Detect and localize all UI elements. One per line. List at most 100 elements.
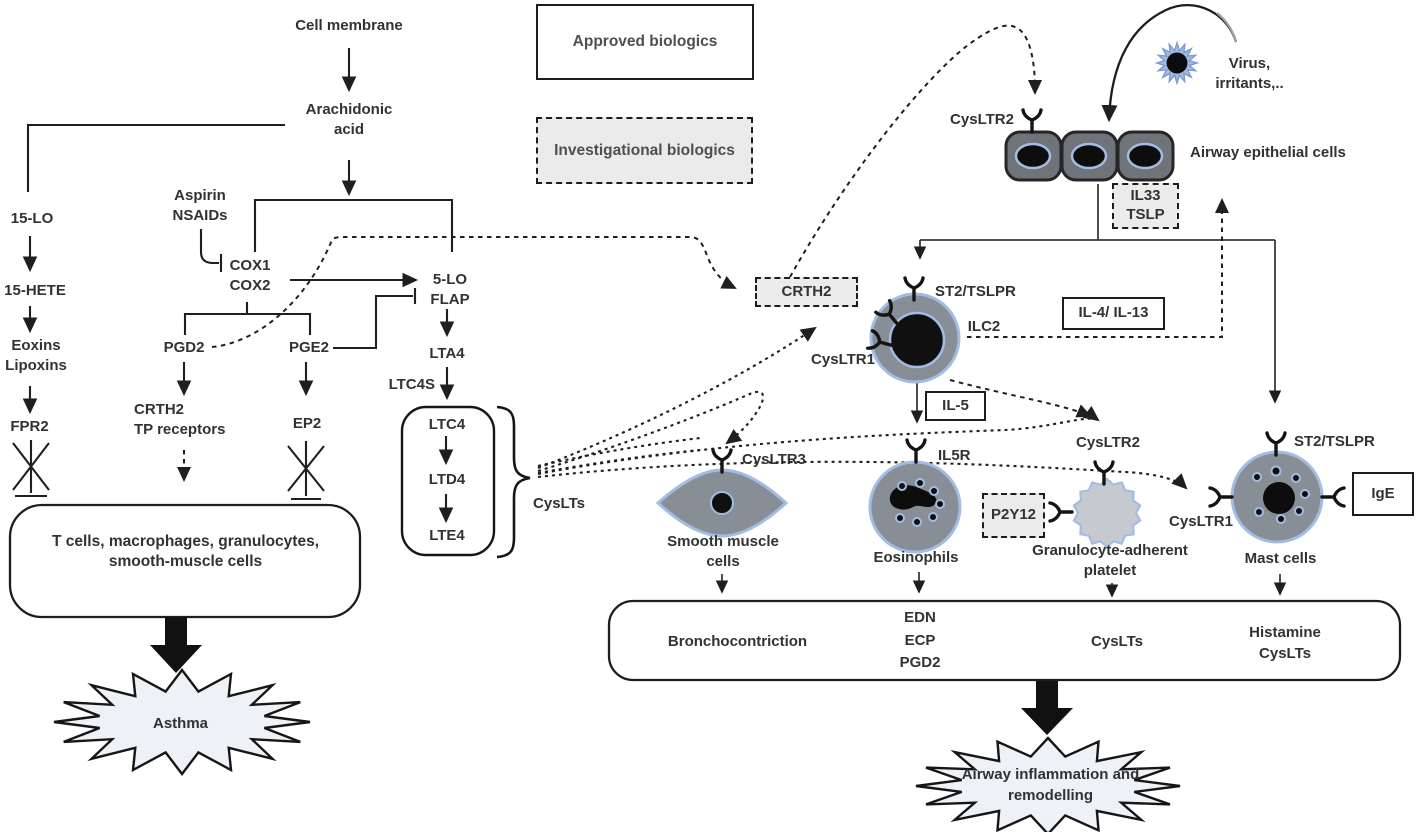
dashed-il4il13-feedback bbox=[967, 198, 1229, 338]
tslp-label: TSLP bbox=[1126, 206, 1165, 223]
smooth-muscle-cell bbox=[655, 468, 789, 538]
airway-epithelial-cells-label: Airway epithelial cells bbox=[1190, 144, 1346, 161]
virus-arrow-fade-tail bbox=[1216, 12, 1238, 43]
fpr2-blocked-icon bbox=[12, 440, 50, 498]
airway-inflammation-label: Airway inflammation and remodelling bbox=[961, 766, 1140, 804]
solid-connectors bbox=[12, 48, 455, 524]
5lo-label: 5-LO bbox=[432, 271, 468, 288]
ige-box: IgE bbox=[1352, 472, 1414, 516]
smooth-muscle-nucleus bbox=[710, 491, 734, 515]
ilc2-cell bbox=[869, 292, 961, 384]
st2-tslpr-mast-label: ST2/TSLPR bbox=[1294, 433, 1375, 450]
ige-label: IgE bbox=[1371, 484, 1395, 502]
dashed-ilc2-to-platelet-cysltr2 bbox=[949, 379, 1092, 418]
mediator-outcome-box-outline bbox=[607, 599, 1402, 682]
right-solid-connectors bbox=[715, 4, 1287, 598]
flap-label: FLAP bbox=[430, 291, 470, 308]
15lo-label: 15-LO bbox=[10, 210, 54, 227]
ilc2-label: ILC2 bbox=[967, 318, 1001, 335]
cyslts-strand-1 bbox=[537, 436, 701, 468]
airway-inflammation-starburst bbox=[915, 736, 1181, 832]
cysltr3-receptor-icon bbox=[711, 448, 733, 474]
ltc4s-label: LTC4S bbox=[388, 376, 435, 393]
granulocyte-adherent-platelet-cell bbox=[1072, 477, 1142, 549]
asthma-starburst bbox=[53, 668, 311, 776]
edn-label: EDN bbox=[904, 609, 936, 626]
arachidonic-acid-label: Arachidonic acid bbox=[305, 101, 393, 138]
thick-arrow-to-asthma bbox=[150, 617, 202, 673]
fpr2-label: FPR2 bbox=[10, 418, 49, 435]
il5r-receptor-icon bbox=[905, 438, 927, 464]
ltd4-label: LTD4 bbox=[428, 471, 466, 488]
ltc4-ltd4-lte4-box bbox=[400, 405, 496, 557]
arrow-virus-to-epithelium bbox=[1101, 4, 1238, 123]
ep2-blocked-icon bbox=[287, 441, 325, 501]
il5-box: IL-5 bbox=[925, 391, 986, 421]
cyslts-brace bbox=[496, 405, 531, 559]
legend-investigational-label: Investigational biologics bbox=[554, 141, 735, 159]
granulocyte-adherent-platelet-label: Granulocyte-adherent platelet bbox=[1032, 542, 1188, 579]
edn-ecp-pgd2-column: EDN ECP PGD2 bbox=[880, 607, 960, 675]
legend-investigational-biologics-box: Investigational biologics bbox=[536, 117, 753, 184]
cox1-cox2-label: COX1 COX2 bbox=[222, 256, 278, 295]
p2y12-label: P2Y12 bbox=[990, 506, 1037, 524]
eosinophil-nucleus bbox=[889, 485, 937, 510]
eosinophil-body bbox=[868, 460, 962, 554]
asthma-label: Asthma bbox=[152, 715, 208, 732]
virus-irritants-label: Virus, irritants,.. bbox=[1215, 55, 1284, 92]
cyslts-fan bbox=[537, 326, 1188, 490]
il4-il13-box: IL-4/ IL-13 bbox=[1062, 297, 1165, 330]
eosinophils-label: Eosinophils bbox=[873, 549, 959, 566]
cysltr3-label: CysLTR3 bbox=[742, 451, 806, 468]
virus-core bbox=[1166, 52, 1188, 74]
lipoxins-label: Lipoxins bbox=[5, 356, 67, 374]
cysltr1-ilc2-label: CysLTR1 bbox=[811, 351, 875, 368]
il33-tslp-box: IL33 TSLP bbox=[1112, 183, 1179, 229]
epithelial-nucleus bbox=[1126, 142, 1164, 170]
smooth-muscle-cells-label: Smooth muscle cells bbox=[667, 533, 779, 570]
dashed-cyslts-to-cysltr3 bbox=[537, 390, 764, 473]
pgd2-mediator-label: PGD2 bbox=[899, 654, 941, 671]
dashed-cyslts-to-epithelium-cysltr2 bbox=[789, 24, 1042, 278]
eosinophil-granules bbox=[895, 478, 945, 527]
histamine-cyslts-column: Histamine CysLTs bbox=[1235, 622, 1335, 664]
aspirin-nsaids-label: Aspirin NSAIDs bbox=[158, 186, 242, 225]
crth2-label: CRTH2 bbox=[134, 401, 185, 418]
p2y12-box: P2Y12 bbox=[982, 493, 1045, 538]
ige-receptor-icon bbox=[1320, 486, 1346, 508]
mast-nucleus bbox=[1263, 482, 1295, 514]
cyslts-mast-label: CysLTs bbox=[1259, 645, 1311, 662]
dashed-cyslts-to-platelet-cysltr2 bbox=[537, 405, 1100, 476]
line-aa-to-15lo bbox=[26, 123, 285, 192]
cysltr2-platelet-label: CysLTR2 bbox=[1076, 434, 1140, 451]
legend-approved-biologics-box: Approved biologics bbox=[536, 4, 754, 80]
15hete-label: 15-HETE bbox=[4, 282, 66, 299]
il33-label: IL33 bbox=[1130, 187, 1161, 205]
nsaids-label: NSAIDs bbox=[172, 206, 228, 224]
cox1-label: COX1 bbox=[229, 257, 271, 274]
thick-arrow-to-airway-inflammation bbox=[1021, 681, 1073, 735]
virus-icon bbox=[1154, 40, 1200, 86]
t-cells-box-label: T cells, macrophages, granulocytes, smoo… bbox=[51, 533, 320, 571]
st2-tslpr-ilc2-label: ST2/TSLPR bbox=[935, 283, 1016, 300]
crth2-tp-receptors-label: CRTH2 TP receptors bbox=[134, 400, 249, 439]
airway-epithelial-cells-group bbox=[1004, 130, 1175, 182]
dashed-connectors bbox=[177, 24, 1229, 482]
epithelial-nucleus bbox=[1014, 142, 1052, 170]
tp-receptors-label: TP receptors bbox=[134, 420, 226, 438]
eoxins-label: Eoxins bbox=[11, 337, 61, 354]
ecp-label: ECP bbox=[904, 631, 936, 649]
cyslts-mediator-label: CysLTs bbox=[1091, 633, 1143, 650]
cell-membrane-label: Cell membrane bbox=[295, 17, 403, 34]
cysltr2-epithelium-label: CysLTR2 bbox=[950, 111, 1014, 128]
mast-cells-label: Mast cells bbox=[1244, 550, 1317, 567]
aspirin-label: Aspirin bbox=[174, 187, 226, 204]
crth2-box: CRTH2 bbox=[755, 277, 858, 307]
ep2-label: EP2 bbox=[292, 415, 322, 432]
dashed-cyslts-to-mast-cysltr1 bbox=[537, 460, 1188, 490]
lte4-label: LTE4 bbox=[429, 527, 465, 544]
cox2-label: COX2 bbox=[229, 276, 271, 294]
inhibit-aspirin-cox bbox=[199, 229, 223, 272]
